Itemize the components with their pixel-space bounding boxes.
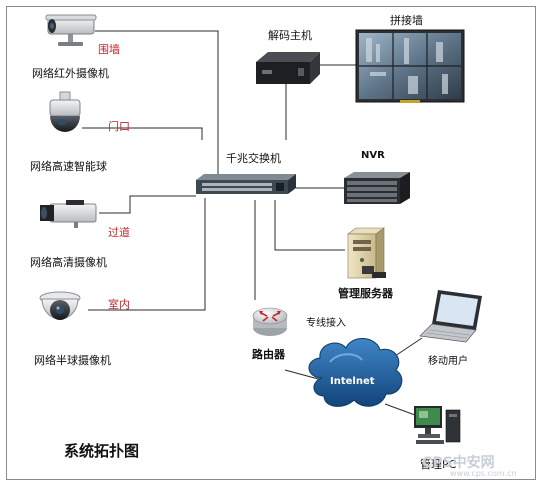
half-dome-icon — [39, 291, 81, 320]
video-wall-label: 拼接墙 — [390, 14, 423, 27]
pc-icon — [414, 406, 461, 444]
camera-ir-label: 网络红外摄像机 — [32, 67, 109, 80]
nvr-label: NVR — [361, 150, 385, 161]
link-cloud-mobile — [391, 337, 423, 359]
video-wall-icon — [355, 29, 465, 103]
server-label: 管理服务器 — [338, 287, 393, 300]
link-switch-server — [274, 200, 345, 251]
laptop-icon — [419, 290, 482, 343]
link-router-cloud — [284, 369, 323, 381]
location-label-entrance: 门口 — [108, 120, 130, 133]
watermark-logo: CPS中安网 — [422, 455, 495, 471]
internet-cloud-icon — [308, 338, 403, 407]
decoder-icon — [256, 52, 320, 84]
link-camera-ptz-switch — [82, 127, 203, 140]
watermark-url: www.cps.com.cn — [450, 469, 517, 478]
pc-label: 管理PC — [420, 458, 457, 471]
internet-label: Intelnet — [330, 376, 375, 387]
diagram-title: 系统拓扑图 — [64, 442, 140, 460]
location-label-indoor: 室内 — [108, 298, 130, 311]
decoder-label: 解码主机 — [268, 29, 312, 42]
router-link-label: 专线接入 — [306, 318, 346, 329]
link-camera-hd-switch — [99, 195, 196, 214]
location-label-wall: 围墙 — [98, 43, 120, 56]
link-camera-half-dome-switch — [88, 198, 206, 311]
router-label: 路由器 — [252, 348, 285, 361]
ptz-dome-icon — [49, 91, 81, 132]
hd-camera-icon — [40, 200, 97, 228]
camera-half-dome-label: 网络半球摄像机 — [34, 354, 111, 367]
camera-hd-label: 网络高清摄像机 — [30, 256, 107, 269]
switch-icon — [196, 174, 296, 194]
link-cloud-pc — [384, 403, 416, 416]
camera-ptz-label: 网络高速智能球 — [30, 160, 107, 173]
location-label-corridor: 过道 — [108, 226, 130, 239]
switch-label: 千兆交换机 — [226, 152, 281, 165]
mobile-user-label: 移动用户 — [428, 356, 468, 367]
server-icon — [347, 227, 386, 279]
ir-camera-icon — [45, 14, 97, 46]
nvr-icon — [344, 172, 410, 204]
router-icon — [252, 307, 288, 336]
